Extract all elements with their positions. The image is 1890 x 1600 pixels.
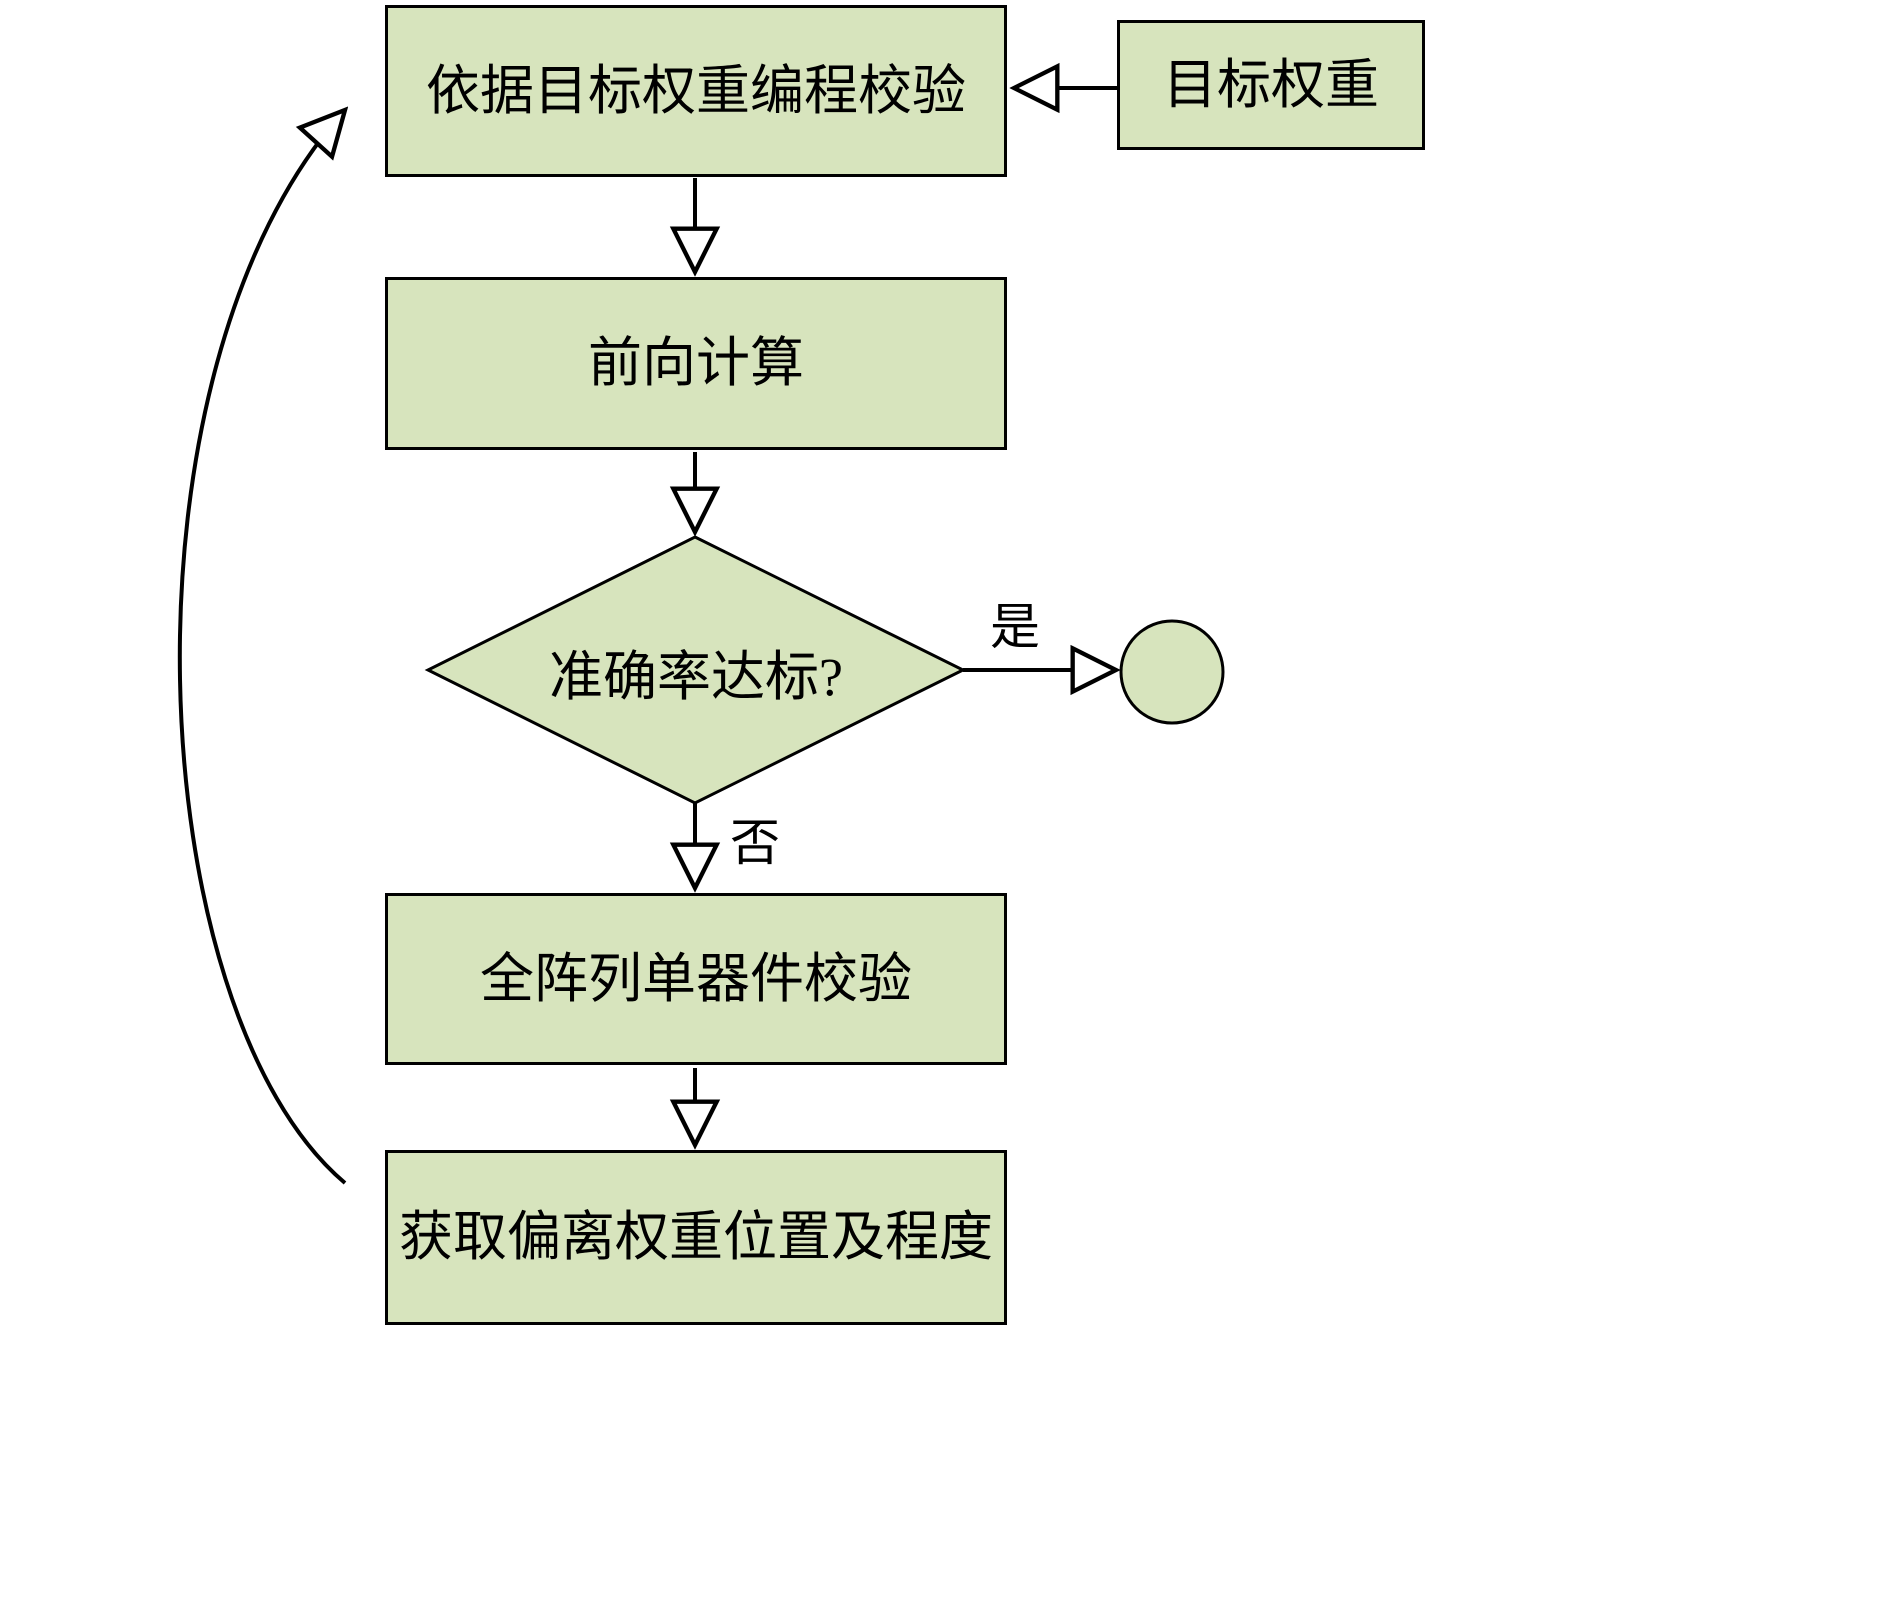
end-terminal-shape bbox=[1119, 619, 1225, 725]
node-target-weights: 目标权重 bbox=[1117, 20, 1425, 150]
edge-feedback-loop bbox=[177, 110, 345, 1185]
node-get-deviation-label: 获取偏离权重位置及程度 bbox=[399, 1207, 993, 1268]
node-verify-label: 依据目标权重编程校验 bbox=[426, 60, 966, 121]
node-decision-label: 准确率达标? bbox=[549, 646, 843, 707]
node-forward-compute: 前向计算 bbox=[385, 277, 1007, 450]
node-full-array-verify: 全阵列单器件校验 bbox=[385, 893, 1007, 1065]
node-verify-by-target-weight: 依据目标权重编程校验 bbox=[385, 5, 1007, 177]
node-forward-label: 前向计算 bbox=[588, 333, 804, 394]
node-get-deviation: 获取偏离权重位置及程度 bbox=[385, 1150, 1007, 1325]
edge-label-no: 否 bbox=[730, 815, 780, 871]
node-target-label: 目标权重 bbox=[1163, 54, 1379, 115]
node-decision-accuracy: 准确率达标? bbox=[430, 540, 962, 802]
node-full-array-label: 全阵列单器件校验 bbox=[480, 948, 912, 1009]
edge-label-yes: 是 bbox=[990, 599, 1040, 655]
